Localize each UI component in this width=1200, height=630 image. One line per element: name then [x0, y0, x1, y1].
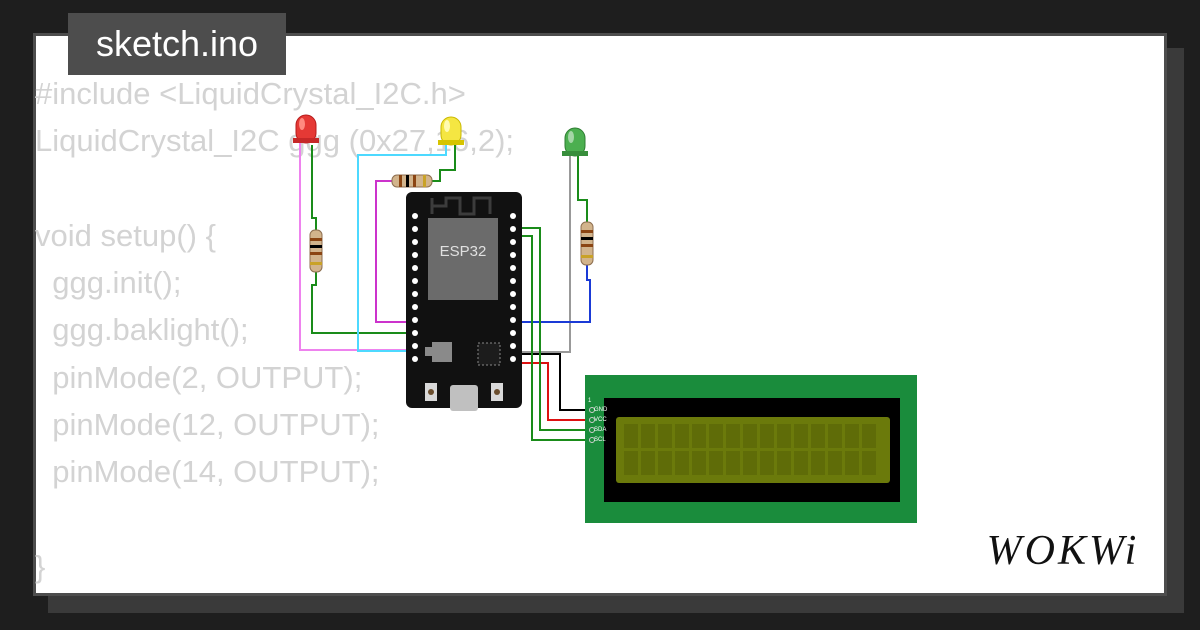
wokwi-logo: WOKWi [986, 528, 1140, 574]
wire-red-vcc [515, 362, 592, 421]
board-label: ESP32 [440, 243, 487, 260]
code-line: void setup() { [35, 217, 216, 253]
wire-green-led-leg [577, 155, 588, 222]
resistor-red-led [309, 229, 323, 273]
lcd-pin-sda: SDA [594, 427, 606, 433]
code-line: ggg.init(); [35, 265, 182, 301]
wire-green-sda [515, 227, 592, 431]
wire-cyan [357, 145, 447, 352]
wire-green-scl [515, 235, 592, 441]
wire-green-left [311, 145, 317, 230]
lcd-pin-scl: SCL [594, 437, 606, 443]
wire-green-left-2 [311, 272, 412, 334]
lcd-char-grid [624, 424, 876, 475]
code-line: } [35, 548, 46, 584]
code-line: pinMode(2, OUTPUT); [35, 359, 363, 395]
wire-magenta [375, 180, 412, 323]
lcd-pin-vcc: VCC [594, 417, 607, 423]
green-led [562, 127, 588, 157]
code-line: ggg.baklight(); [35, 312, 249, 348]
lcd-display: 1 GND VCC SDA SCL [585, 375, 917, 523]
red-led [293, 114, 319, 144]
code-block: #include <LiquidCrystal_I2C.h> LiquidCry… [35, 70, 514, 590]
resistor-green-led [580, 221, 594, 266]
code-line: #include <LiquidCrystal_I2C.h> [35, 76, 466, 111]
wire-yellow-led-leg [430, 145, 456, 182]
wire-blue [515, 265, 591, 323]
lcd-pin-gnd: GND [594, 407, 608, 413]
code-line: pinMode(14, OUTPUT); [35, 454, 380, 490]
yellow-led [438, 116, 464, 146]
wire-black-gnd [515, 353, 592, 411]
resistor-yellow-led [391, 174, 433, 188]
esp32-board: ESP32 [406, 192, 522, 411]
wire-gray [515, 155, 571, 353]
file-tab[interactable]: sketch.ino [68, 13, 286, 75]
code-line: pinMode(12, OUTPUT); [35, 407, 380, 443]
lcd-pin1-label: 1 [588, 398, 592, 404]
